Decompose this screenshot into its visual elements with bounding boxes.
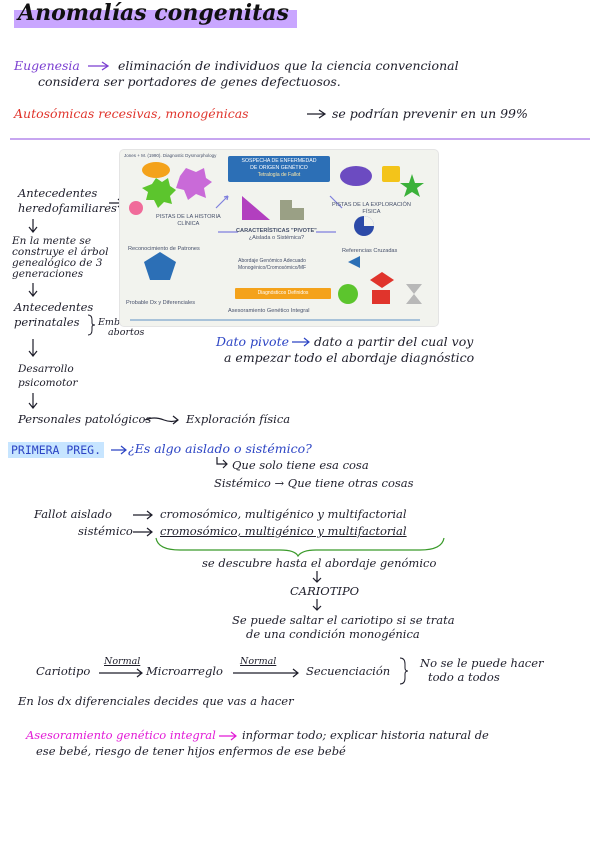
arrow-curve-icon: [216, 457, 228, 469]
slide-referencias: Referencias Cruzadas: [342, 248, 398, 254]
descubre-text: se descubre hasta el abordaje genómico: [202, 556, 437, 570]
green-bracket: [155, 537, 445, 558]
blue-small-triangle-shape: [348, 256, 360, 268]
arrow-icon: [307, 109, 327, 119]
fallot-aislado-label: Fallot aislado: [34, 507, 112, 521]
asesoramiento-line1: informar todo; explicar historia natural…: [242, 728, 489, 742]
asesoramiento-line2: ese bebé, riesgo de tener hijos enfermos…: [36, 744, 346, 758]
flow-microarreglo: Microarreglo: [146, 664, 223, 678]
arrow-down-icon: [28, 283, 38, 297]
orange-ellipse-shape: [142, 162, 170, 178]
arrow-icon: [133, 527, 153, 537]
flow-secuenciacion: Secuenciación: [306, 664, 391, 678]
slide-shapes: [129, 162, 424, 321]
arrow-down-icon: [28, 393, 38, 409]
slide-asesoramiento: Asesoramiento Genético Integral: [228, 308, 310, 314]
arrow-icon: [99, 668, 143, 678]
diagnostic-algorithm-slide: Jones + M. (1990). Diagnostic Dysmorphol…: [120, 150, 438, 326]
dx-diferenciales-text: En los dx diferenciales decides que vas …: [18, 694, 294, 708]
fallot-aislado-text: cromosómico, multigénico y multifactoria…: [160, 507, 407, 521]
flow-cariotipo: Cariotipo: [36, 664, 91, 678]
eugenesia-definition-1: eliminación de individuos que la ciencia…: [118, 58, 459, 73]
yellow-square-shape: [382, 166, 400, 182]
arrow-icon: [88, 61, 110, 71]
dato-pivote-line1: dato a partir del cual voy: [314, 334, 474, 349]
asesoramiento-term: Asesoramiento genético integral: [26, 728, 216, 742]
red-diamond-shape: [370, 272, 394, 288]
arrow-icon: [292, 337, 310, 347]
arrow-down-icon: [28, 219, 38, 233]
arrow-icon: [144, 415, 179, 425]
antecedentes-heredofamiliares: Antecedentes heredofamiliares: [18, 186, 117, 215]
arrow-icon: [111, 445, 127, 455]
saltar-cariotipo: Se puede saltar el cariotipo si se trata…: [232, 613, 455, 641]
flow-normal-2: Normal: [240, 656, 277, 667]
dato-pivote-term: Dato pivote: [216, 334, 290, 349]
primera-pregunta-answer1: Que solo tiene esa cosa: [232, 458, 369, 472]
arrow-icon: [133, 510, 153, 520]
page-title: Anomalías congenitas: [14, 0, 297, 28]
primera-pregunta-label: PRIMERA PREG.: [8, 442, 105, 458]
section-divider: [10, 138, 590, 140]
exploracion-fisica: Exploración física: [186, 412, 291, 426]
slide-diagnosticos: Diagnósticos Definidos: [235, 288, 331, 299]
desarrollo-psicomotor: Desarrollo psicomotor: [18, 363, 78, 389]
green-star-shape: [400, 174, 424, 197]
autosomicas-text: se podrían prevenir en un 99%: [332, 106, 528, 121]
primera-pregunta-answer2: Sistémico → Que tiene otras cosas: [214, 476, 414, 490]
slide-probable: Probable Dx y Diferenciales: [126, 300, 196, 306]
arrow-icon: [233, 668, 299, 678]
autosomicas-term: Autosómicas recesivas, monogénicas: [14, 106, 249, 121]
red-square-shape: [372, 290, 390, 304]
cariotipo-heading: CARIOTIPO: [290, 584, 360, 598]
purple-burst-shape: [176, 168, 212, 200]
eugenesia-definition-2: considera ser portadores de genes defect…: [38, 74, 341, 89]
magenta-triangle-shape: [242, 196, 270, 220]
hourglass-shape: [406, 284, 422, 304]
arrow-down-icon: [312, 571, 322, 583]
brace-icon: [87, 314, 96, 336]
arrow-icon: [219, 731, 237, 741]
arbol-genealogico-note: En la mente se construye el árbol geneal…: [12, 235, 109, 280]
purple-oval-shape: [340, 166, 372, 186]
slide-pivote: CARACTERÍSTICAS "PIVOTE"¿Aislada o Sisté…: [236, 228, 317, 241]
green-circle-shape: [338, 284, 358, 304]
personales-patologicos: Personales patológicos: [18, 412, 152, 426]
fallot-sistemico-text: cromosómico, multigénico y multifactoria…: [160, 524, 407, 538]
slide-heading: SOSPECHA DE ENFERMEDAD DE ORIGEN GENÉTIC…: [228, 156, 330, 182]
arrow-down-icon: [312, 599, 322, 611]
eugenesia-term: Eugenesia: [14, 58, 80, 73]
flow-note: No se le puede hacer todo a todos: [420, 656, 544, 684]
pink-circle-shape: [129, 201, 143, 215]
slide-reconocimiento: Reconocimiento de Patrones: [128, 246, 200, 252]
flow-normal-1: Normal: [104, 656, 141, 667]
fallot-sistemico-label: sistémico: [78, 524, 133, 538]
arrow-down-icon: [28, 339, 38, 357]
primera-pregunta-question: ¿Es algo aislado o sistémico?: [128, 441, 312, 456]
green-splash-shape: [142, 178, 176, 208]
blue-pentagon-shape: [144, 252, 176, 280]
dato-pivote-line2: a empezar todo el abordaje diagnóstico: [224, 350, 475, 365]
brace-icon: [399, 657, 409, 685]
antecedentes-perinatales: Antecedentes perinatales: [14, 300, 94, 329]
slide-reference: Jones + M. (1990). Diagnostic Dysmorphol…: [124, 153, 217, 158]
olive-steps-shape: [280, 200, 304, 220]
